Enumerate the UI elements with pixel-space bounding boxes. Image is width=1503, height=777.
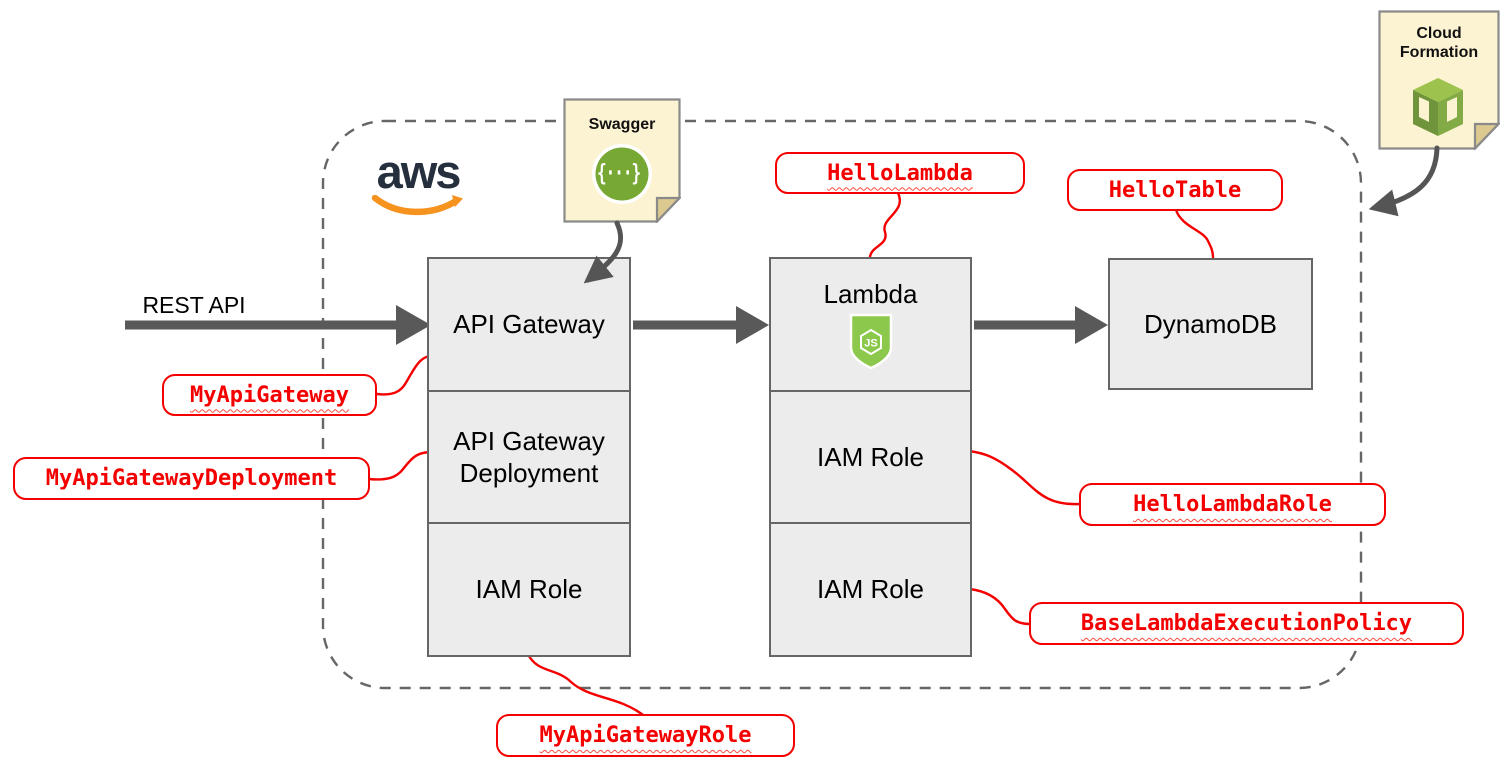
gateway-iam-role-label: IAM Role [475, 574, 583, 605]
api-gateway-deployment-label: API Gateway Deployment [453, 425, 605, 489]
nodejs-shield-icon: JS [849, 313, 892, 370]
annotation-base-lambda-execution-policy-text: BaseLambdaExecutionPolicy [1080, 611, 1413, 636]
aws-logo-text: aws [376, 145, 462, 198]
dynamodb-label: DynamoDB [1144, 308, 1277, 339]
cloudformation-note: Cloud Formation [1378, 10, 1500, 150]
api-gateway-deployment-box: API Gateway Deployment [429, 389, 629, 523]
connector-hello-table [1174, 208, 1215, 260]
connector-my-api-gateway [375, 354, 431, 396]
api-gateway-box: API Gateway [429, 259, 629, 390]
aws-logo: aws [368, 148, 468, 218]
arrow-gateway-to-lambda [633, 306, 769, 344]
annotation-hello-lambda-role: HelloLambdaRole [1079, 483, 1386, 526]
api-gateway-stack: API Gateway API Gateway Deployment IAM R… [427, 257, 631, 657]
rest-api-label: REST API [142, 292, 246, 318]
annotation-hello-lambda: HelloLambda [775, 152, 1025, 194]
cloudformation-cube-icon [1413, 78, 1463, 136]
annotation-hello-lambda-text: HelloLambda [827, 160, 973, 186]
annotation-my-api-gateway: MyApiGateway [162, 374, 377, 416]
lambda-iam-role-label: IAM Role [817, 441, 924, 472]
swagger-note-title: Swagger [588, 116, 656, 133]
lambda-label: Lambda [823, 278, 918, 309]
connector-my-api-gateway-deployment [367, 450, 431, 481]
connector-base-lambda-execution-policy [967, 587, 1032, 626]
lambda-iam-role-box-2: IAM Role [771, 522, 970, 655]
lambda-iam-role-2-label: IAM Role [817, 574, 924, 605]
annotation-hello-table-text: HelloTable [1108, 177, 1242, 203]
annotation-base-lambda-execution-policy: BaseLambdaExecutionPolicy [1029, 602, 1464, 645]
lambda-box: Lambda JS [771, 259, 970, 390]
gateway-iam-role-box: IAM Role [429, 522, 629, 655]
cloudformation-note-title: Cloud Formation [1399, 25, 1479, 62]
aws-smile-icon [371, 194, 463, 216]
annotation-hello-table: HelloTable [1067, 169, 1283, 211]
nodejs-js-text: JS [864, 338, 877, 350]
annotation-my-api-gateway-text: MyApiGateway [190, 382, 349, 408]
api-gateway-label: API Gateway [453, 309, 605, 340]
annotation-my-api-gateway-deployment-text: MyApiGatewayDeployment [45, 466, 338, 491]
annotation-my-api-gateway-deployment: MyApiGatewayDeployment [13, 457, 370, 500]
lambda-iam-role-box: IAM Role [771, 389, 970, 523]
swagger-braces-glyph: {···} [597, 158, 641, 187]
connector-my-api-gateway-role [526, 652, 645, 717]
arrow-cloudformation-to-boundary [1368, 145, 1440, 217]
annotation-my-api-gateway-role-text: MyApiGatewayRole [539, 723, 752, 748]
arrow-lambda-to-dynamodb [974, 306, 1108, 344]
connector-hello-lambda-role [967, 449, 1082, 506]
lambda-stack: Lambda JS IAM Role IAM Role [769, 257, 972, 657]
swagger-note: Swagger {···} [563, 98, 681, 223]
dynamodb-box: DynamoDB [1110, 260, 1311, 388]
connector-hello-lambda [868, 191, 902, 259]
annotation-my-api-gateway-role: MyApiGatewayRole [496, 714, 795, 757]
dynamodb-stack: DynamoDB [1108, 258, 1313, 390]
annotation-hello-lambda-role-text: HelloLambdaRole [1133, 492, 1332, 517]
